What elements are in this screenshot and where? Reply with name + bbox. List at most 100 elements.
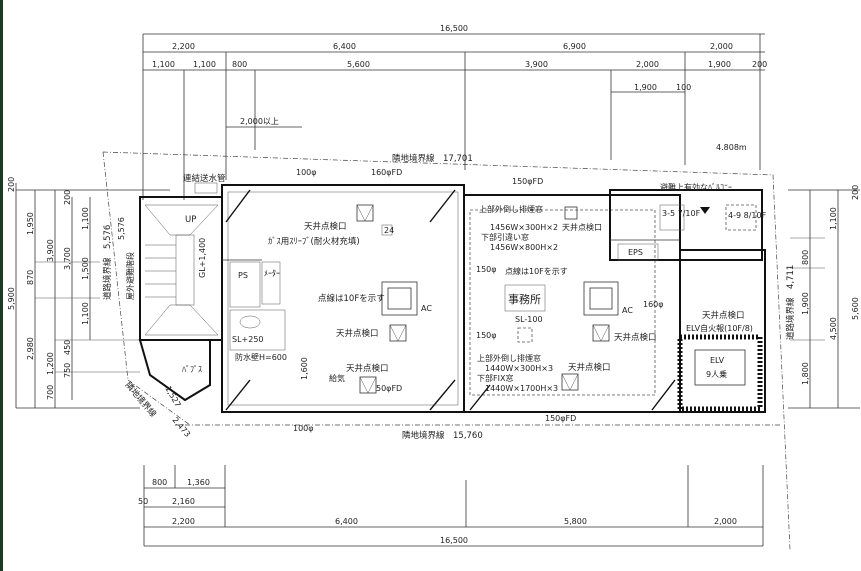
pipe-150-label: 150φ	[476, 331, 497, 340]
boundary-east: 道路境界線 4,711	[785, 265, 796, 340]
exhaust-label: 給気	[329, 373, 345, 383]
dim-label: 5,576	[117, 217, 126, 240]
dim-label: 200	[7, 177, 16, 192]
dim-label: 6,400	[335, 517, 358, 526]
dim-label: 100	[676, 83, 691, 92]
dim-label: 3,900	[46, 239, 55, 262]
dim-label: 800	[232, 60, 247, 69]
bottom-dimensions: 800 1,360 50 2,160 2,200 6,400 5,800 2,0…	[138, 465, 764, 547]
dim-label: 1,100	[193, 60, 216, 69]
dim-label: 2,000	[636, 60, 659, 69]
fire-connection-label: 連結送水管	[183, 173, 226, 184]
sl100-label: SL-100	[515, 315, 543, 324]
meter-label: ﾒｰﾀｰ	[264, 269, 280, 278]
dim-label: 2,000	[710, 42, 733, 51]
dim-label: 1,100	[829, 207, 838, 230]
note-10f-label: 点線は10Fを示す	[318, 293, 385, 304]
pipe-50fd-label: 50φFD	[376, 384, 402, 393]
ceiling-hatch-label: 天井点検口	[336, 328, 379, 339]
office-label: 事務所	[508, 292, 541, 306]
eps-label: EPS	[628, 248, 643, 257]
ps-label: PS	[238, 271, 248, 280]
dim-label: 6,400	[333, 42, 356, 51]
dim-label: 3,900	[525, 60, 548, 69]
boundary-south: 隣地境界線 15,760	[402, 430, 483, 441]
lower-window-2: 下部FIX窓	[477, 373, 513, 383]
dim-label: 1,900	[634, 83, 657, 92]
core-area: 避難上有効なﾊﾞﾙｺﾆｰ EPS 3-5 7/10F 4-9 8/10F 天井点…	[609, 182, 767, 413]
ceiling-hatch-label: 天井点検口	[702, 310, 745, 321]
dim-label: 800	[801, 250, 810, 265]
upper-window-2: 上部外倒し排煙窓	[477, 353, 541, 363]
scan-edge	[0, 0, 3, 571]
dim-label: 1,500	[81, 257, 90, 280]
dim-label: 800	[152, 478, 167, 487]
unit-35-label: 3-5 7/10F	[662, 209, 701, 218]
dim-height: 4.808m	[716, 143, 747, 152]
left-unit: PS ﾒｰﾀｰ SL+250 防水壁H=600 1,600 ｶﾞｽ用ｽﾘｰﾌﾞ(…	[221, 168, 465, 433]
note-10f-label: 点線は10Fを示す	[505, 266, 568, 276]
ceiling-hatch-label: 天井点検口	[568, 362, 611, 373]
pipe-100-label: 100φ	[293, 424, 314, 433]
left-dimensions: 5,900 1,950 870 3,900 3,700 2,980 1,200 …	[7, 177, 170, 409]
dim-label: 1,360	[187, 478, 210, 487]
upper-window-1-size: 1456W×300H×2	[490, 223, 558, 232]
upper-window-2-size: 1440W×300H×3	[485, 364, 553, 373]
top-dimensions: 16,500 2,200 6,400 6,900 2,000 1,100 1,1…	[142, 24, 767, 200]
dim-label: 2,200	[172, 42, 195, 51]
dim-label: 200	[63, 190, 72, 205]
lower-window-1-size: 1456W×800H×2	[490, 243, 558, 252]
dim-sw-2473: 2,473	[170, 416, 192, 439]
gas-sleeve-label: ｶﾞｽ用ｽﾘｰﾌﾞ(耐火材充填)	[268, 236, 360, 247]
pipe-150fd-label: 150φFD	[512, 177, 543, 186]
dim-label: 700	[46, 385, 55, 400]
right-dimensions: 1,100 800 1,900 1,800 4,500 5,600 200	[788, 185, 860, 409]
dim-label: 450	[63, 340, 72, 355]
ceiling-hatch-label: 天井点検口	[346, 363, 389, 374]
elv-fire-label: ELV自火報(10F/8)	[686, 323, 753, 333]
stair-up-label: UP	[185, 215, 196, 225]
dim-label: 200	[851, 185, 860, 200]
dim-label: 4,500	[829, 317, 838, 340]
balcony-label: 避難上有効なﾊﾞﾙｺﾆｰ	[660, 182, 732, 192]
lower-window-2-size: 1440W×1700H×3	[485, 384, 558, 393]
dim-label: 2,980	[26, 337, 35, 360]
outdoor-stair: UP 屋外避難階段 GL+1,400 ﾊﾟﾌﾟｽ 連結送水管	[125, 173, 226, 402]
dim-label: 1,200	[46, 352, 55, 375]
ceiling-hatch-label: 天井点検口	[614, 332, 657, 343]
boundary-sw: 隣地境界線	[123, 380, 159, 420]
dim-label: 1,100	[81, 207, 90, 230]
dim-setback: 2,000以上	[240, 117, 279, 126]
unit-49-label: 4-9 8/10F	[728, 211, 767, 220]
dim-label: 2,160	[172, 497, 195, 506]
dim-label: 1,900	[801, 292, 810, 315]
dim-label: 2,200	[172, 517, 195, 526]
dim-label: 2,000	[714, 517, 737, 526]
dim-label: 50	[138, 497, 148, 506]
right-unit: 150φFD 上部外倒し排煙窓 1456W×300H×2 天井点検口 下部引違い…	[463, 177, 681, 423]
boundary-west: 道路境界線 5,576	[102, 225, 113, 300]
dim-label: 750	[63, 363, 72, 378]
dim-label: 870	[26, 270, 35, 285]
dim-1600: 1,600	[300, 357, 309, 380]
boundary-north: 隣地境界線 17,701	[392, 153, 473, 164]
elv-label: ELV	[710, 356, 725, 365]
dim-label: 1,800	[801, 362, 810, 385]
ac-label: AC	[421, 304, 432, 313]
waterproof-label: 防水壁H=600	[235, 352, 287, 362]
ceiling-hatch-label: 天井点検口	[562, 222, 602, 232]
dim-label: 5,600	[851, 297, 860, 320]
stair-label: 屋外避難階段	[125, 252, 135, 300]
dim-label: 1,950	[26, 212, 35, 235]
lower-window-1: 下部引違い窓	[481, 232, 529, 242]
pipe-150-label: 150φ	[476, 265, 497, 274]
dim-label: 16,500	[440, 536, 468, 545]
dim-label: 5,600	[347, 60, 370, 69]
box-24-label: 24	[384, 226, 394, 235]
dim-label: 1,100	[81, 302, 90, 325]
ac-label: AC	[622, 306, 633, 315]
ceiling-hatch-label: 天井点検口	[304, 221, 347, 232]
dim-label: 5,900	[7, 287, 16, 310]
pb-label: ﾊﾟﾌﾟｽ	[182, 365, 202, 374]
